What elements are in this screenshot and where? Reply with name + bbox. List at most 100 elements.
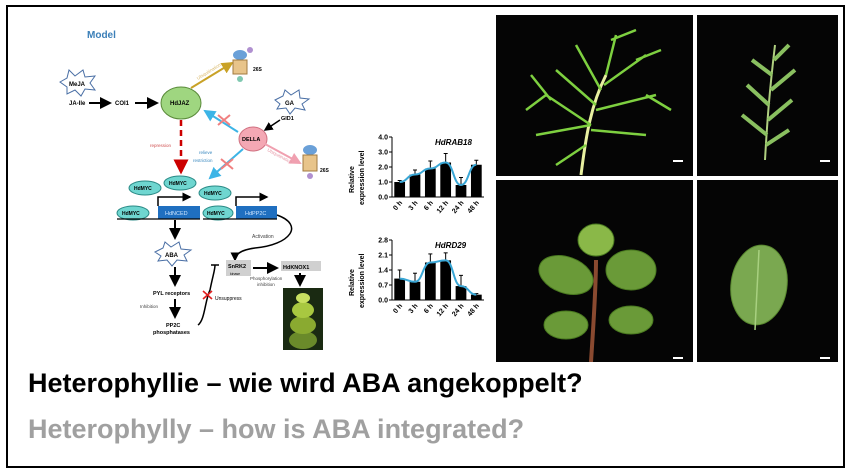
meja-label: MeJA [69, 82, 86, 88]
x-tick-label: 24 h [451, 303, 465, 318]
hdjaz-node [160, 86, 202, 120]
chart-title: HdRD29 [435, 241, 467, 250]
bar [409, 281, 421, 300]
x-tick-label: 24 h [451, 200, 465, 215]
pyl-label: PYL receptors [153, 291, 190, 297]
restriction-label: restriction [193, 158, 213, 163]
phospho-inhibition-label: inhibition [257, 282, 275, 287]
entire-leaf-image [730, 244, 788, 331]
della-node [238, 126, 268, 152]
x-tick-label: 6 h [423, 200, 435, 212]
relieve-label: relieve [199, 150, 213, 155]
proteasome-top-label: 26S [253, 67, 263, 73]
phosphatases-label: phosphatases [153, 330, 190, 336]
hdmyc-label-1: HdMYC [134, 186, 152, 192]
unsuppress-label: Unsuppress [215, 296, 242, 302]
bar [470, 164, 482, 197]
hdmyc-label-4: HdMYC [122, 211, 140, 217]
hdknox1-label: HdKNOX1 [283, 265, 309, 271]
y-tick-label: 2.0 [378, 165, 388, 172]
slide-title-english: Heterophylly – how is ABA integrated? [28, 414, 525, 444]
dissected-leaf-plant-image [525, 28, 672, 176]
y-tick-label: 1.4 [378, 268, 388, 275]
x-tick-label: 48 h [466, 303, 480, 318]
proteasome-bottom-icon [302, 145, 318, 179]
x-tick-label: 12 h [436, 303, 450, 318]
hdjaz-label: HdJAZ [170, 101, 190, 107]
blocked-x-icon [217, 114, 231, 126]
slide-frame [6, 5, 845, 468]
proteasome-bottom-label: 26S [320, 168, 330, 174]
proteasome-top-icon [232, 47, 253, 82]
bar [440, 162, 452, 197]
y-tick-label: 2.8 [378, 238, 388, 245]
trend-line [399, 161, 477, 187]
model-heading: Model [87, 30, 116, 41]
photo-leaf-dissected [697, 15, 838, 176]
hdnced-label: HdNCED [165, 211, 188, 217]
scale-bar [673, 160, 683, 162]
hdmyc-label-3: HdMYC [204, 191, 222, 197]
hdnced-gene [158, 206, 200, 219]
entire-leaf-plant-image [538, 223, 657, 362]
repression-label: repression [150, 143, 172, 148]
ga-label: GA [285, 101, 295, 107]
trend-line [399, 259, 477, 296]
x-tick-label: 3 h [408, 303, 420, 315]
x-tick-label: 6 h [423, 303, 435, 315]
y-tick-label: 4.0 [378, 135, 388, 142]
hdpp2c-gene [236, 206, 277, 219]
photo-leaf-entire [697, 180, 838, 362]
y-axis-label: expression level [359, 150, 366, 205]
x-tick-label: 0 h [392, 200, 404, 212]
scale-bar [673, 357, 683, 359]
bar [470, 294, 482, 300]
y-tick-label: 2.1 [378, 253, 388, 260]
bar [394, 278, 406, 300]
scale-bar [820, 357, 830, 359]
bar [424, 262, 436, 300]
y-tick-label: 0.0 [378, 298, 388, 305]
chart-title: HdRAB18 [435, 138, 472, 147]
x-tick-label: 48 h [466, 200, 480, 215]
bar [409, 174, 421, 197]
ga-star-icon [274, 89, 311, 115]
bar [394, 182, 406, 197]
della-label: DELLA [242, 137, 260, 143]
y-axis-label: Relative [349, 269, 356, 296]
model-diagram: Model MeJA JA-Ile COI1 HdJAZ Ubiquitinat… [59, 30, 330, 350]
photo-leaf-entire-plant [496, 180, 693, 362]
coi1-label: COI1 [115, 101, 130, 107]
ja-ile-label: JA-Ile [69, 101, 86, 107]
phosphorylation-label: Phosphorylation [250, 276, 283, 281]
bar [455, 286, 467, 300]
x-tick-label: 0 h [392, 303, 404, 315]
bar [424, 168, 436, 197]
hdmyc-label-5: HdMYC [207, 211, 225, 217]
meja-star-icon [59, 69, 97, 97]
bar [455, 185, 467, 197]
x-tick-label: 12 h [436, 200, 450, 215]
slide-title-german: Heterophyllie – wie wird ABA angekoppelt… [28, 368, 583, 398]
unsuppress-x-icon [202, 290, 213, 300]
blocked-x-icon-2 [220, 158, 234, 170]
y-axis-label: Relative [349, 166, 356, 193]
y-tick-label: 3.0 [378, 150, 388, 157]
activation-label: Activation [252, 234, 274, 240]
plant-photo [283, 288, 323, 350]
y-tick-label: 0.7 [378, 283, 388, 290]
y-tick-label: 0.0 [378, 195, 388, 202]
snrk2-label: SnRK2 [228, 264, 246, 270]
pp2c-label: PP2C [166, 323, 180, 329]
aba-label: ABA [165, 253, 179, 259]
hdmyc-label-2: HdMYC [169, 181, 187, 187]
snrk2-kinase-label: kinase [230, 272, 240, 276]
y-tick-label: 1.0 [378, 180, 388, 187]
hdpp2c-label: HdPP2C [245, 211, 266, 217]
dissected-leaf-image [740, 43, 797, 161]
aba-star-icon [154, 241, 193, 267]
x-tick-label: 3 h [408, 200, 420, 212]
bar [440, 260, 452, 300]
scale-bar [820, 160, 830, 162]
